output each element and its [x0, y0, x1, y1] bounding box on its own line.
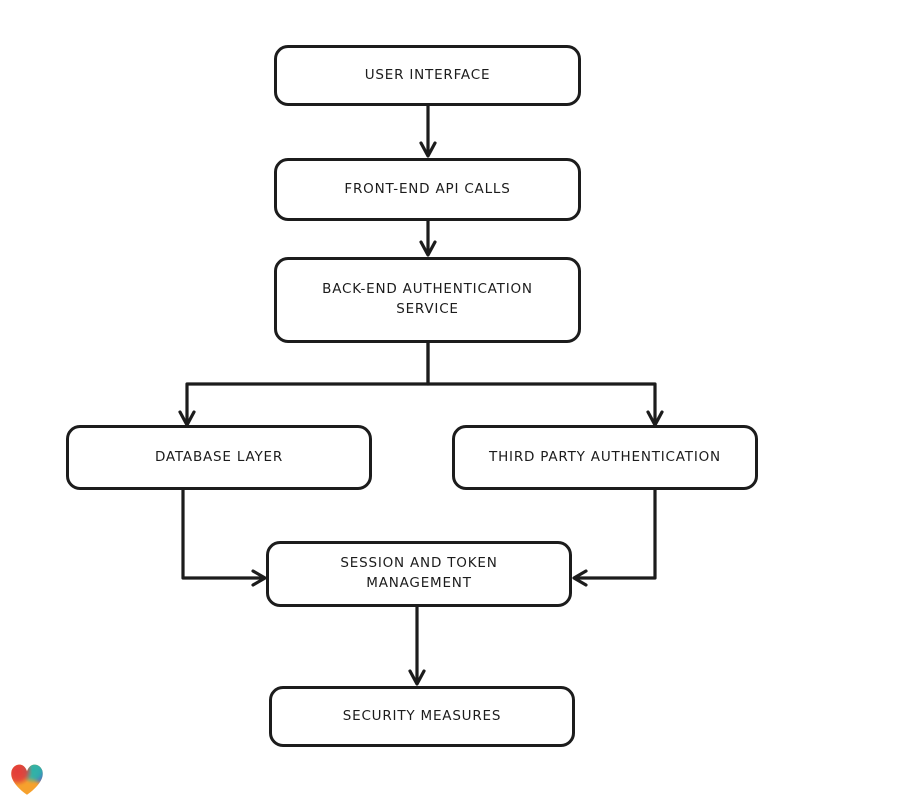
edge-third-party-auth-to-session-token [575, 488, 657, 580]
node-label: THIRD PARTY AUTHENTICATION [489, 448, 721, 465]
edge-database-layer-to-session-token [181, 488, 264, 580]
edge-back-end-auth-to-database-layer [185, 341, 430, 424]
node-back-end-authentication-service: BACK-END AUTHENTICATION SERVICE [274, 257, 581, 343]
arrowhead-down-icon [419, 240, 437, 257]
node-label: FRONT-END API CALLS [344, 180, 511, 197]
node-label: USER INTERFACE [364, 66, 491, 83]
node-database-layer: DATABASE LAYER [66, 425, 372, 490]
node-label: SESSION AND TOKEN MANAGEMENT [340, 555, 498, 591]
node-third-party-authentication: THIRD PARTY AUTHENTICATION [452, 425, 758, 490]
arrowhead-down-icon [408, 669, 426, 686]
node-user-interface: USER INTERFACE [274, 45, 581, 106]
node-security-measures: SECURITY MEASURES [269, 686, 575, 747]
edge-back-end-auth-to-third-party-auth [426, 341, 657, 424]
node-label: BACK-END AUTHENTICATION SERVICE [322, 281, 533, 317]
heart-icon [11, 764, 43, 795]
node-front-end-api-calls: FRONT-END API CALLS [274, 158, 581, 221]
arrowhead-left-icon [572, 569, 588, 587]
heart-logo[interactable] [8, 761, 46, 798]
node-label: DATABASE LAYER [154, 448, 284, 465]
arrowhead-right-icon [251, 569, 267, 587]
node-label: SECURITY MEASURES [342, 707, 502, 724]
arrowhead-down-icon [419, 141, 437, 158]
node-session-and-token-management: SESSION AND TOKEN MANAGEMENT [266, 541, 572, 607]
